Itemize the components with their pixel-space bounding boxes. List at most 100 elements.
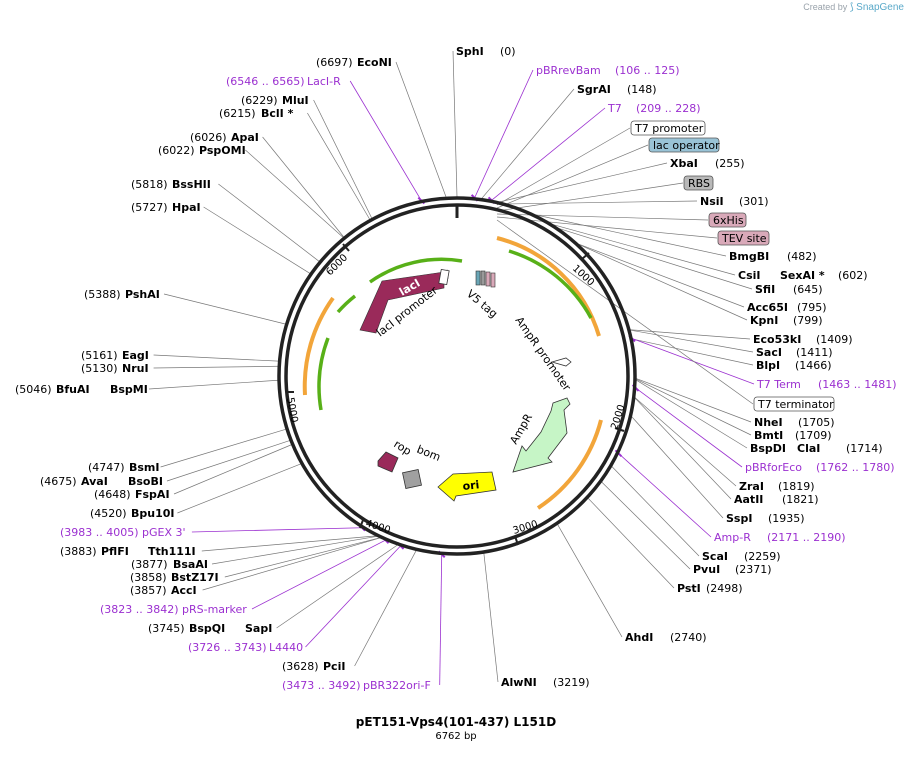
site-xbai: XbaI(255) (670, 157, 745, 170)
site-acc65i: Acc65I(795) (747, 301, 827, 314)
site-bsshii: (5818) BssHII (131, 178, 211, 191)
tick-label-6000: 6000 (324, 252, 350, 278)
site-name: PshAI (125, 288, 160, 301)
primer-pbrrevbam: pBRrevBam(106 .. 125) (536, 64, 680, 77)
feature-box-tevsite: TEV site (717, 230, 770, 246)
site-name: SfiI (755, 283, 775, 296)
orf-arrow-4 (317, 337, 330, 411)
site-pvui: PvuI(2371) (693, 563, 772, 576)
site-name: BmtI (754, 429, 783, 442)
site-name: BssHII (172, 178, 211, 191)
site-pshai: (5388)PshAI (84, 288, 160, 301)
site-position: (3877) (131, 558, 168, 571)
rop-arrow (377, 451, 399, 473)
site-name: ZraI (739, 480, 764, 493)
plasmid-length: 6762 bp (435, 731, 476, 742)
site-eagi: (5161)EagI (81, 349, 149, 362)
site-position: (3219) (553, 676, 590, 689)
primer-range: (2171 .. 2190) (767, 531, 846, 544)
primer-t7: T7 (209 .. 228) (607, 102, 701, 115)
site-name: AhdI (625, 631, 653, 644)
site-bmti: BmtI (1709) (754, 429, 832, 442)
credit-brand: SnapGene (856, 2, 904, 13)
laci-promoter-marker (438, 268, 450, 286)
site-name: AlwNI (501, 676, 537, 689)
site-name: NheI (754, 416, 783, 429)
ampr-promoter-label: AmpR promoter (513, 314, 574, 393)
feature-box-label: RBS (688, 177, 710, 190)
site-name: BspDI (750, 442, 786, 455)
site-name: PvuI (693, 563, 720, 576)
feature-box-label: lac operator (653, 139, 720, 152)
site-zrai: ZraI(1819) (739, 480, 815, 493)
primer-name: T7 Term (756, 378, 801, 391)
site-name: SphI (456, 45, 484, 58)
site-name: Acc65I (747, 301, 788, 314)
site-position: (1714) (846, 442, 883, 455)
site-eco53ki: Eco53kI(1409) (753, 333, 853, 346)
site-position: (5161) (81, 349, 118, 362)
site-sfii: SfiI (645) (755, 283, 823, 296)
primer-t7term: T7 Term(1463 .. 1481) (756, 378, 897, 391)
orf-arc-1 (496, 236, 601, 337)
site-name-2: BspMI (110, 383, 148, 396)
site-name-2: ClaI (797, 442, 820, 455)
site-position: (6215) (219, 107, 256, 120)
primer-name: T7 (607, 102, 622, 115)
v5-tag-label: V5 tag (464, 287, 500, 320)
site-position: (5818) (131, 178, 168, 191)
site-position: (1409) (816, 333, 853, 346)
credit-prefix: Created by (803, 2, 848, 12)
site-aatii: AatII(1821) (734, 493, 819, 506)
primer-range: (209 .. 228) (636, 102, 701, 115)
site-name-2: Tth111I (148, 545, 196, 558)
site-name: KpnI (750, 314, 778, 327)
site-position: (2498) (706, 582, 743, 595)
feature-box-t7promoter: T7 promoter (630, 120, 706, 136)
site-position: (3628) (282, 660, 319, 673)
orf-arc-2 (536, 419, 603, 510)
site-position: (4648) (94, 488, 131, 501)
site-position: (3883) (60, 545, 97, 558)
feature-box-rbs: RBS (683, 175, 714, 191)
ori-label: ori (462, 478, 480, 493)
site-nrui: (5130)NruI (81, 362, 149, 375)
tick-label-2000: 2000 (609, 403, 627, 431)
primer-range: (1762 .. 1780) (816, 461, 895, 474)
site-name: Bpu10I (131, 507, 175, 520)
site-fspai: (4648)FspAI (94, 488, 170, 501)
ori-arrow (437, 471, 497, 502)
site-position: (3857) (130, 584, 167, 597)
primer-range: (106 .. 125) (615, 64, 680, 77)
site-pcii: (3628)PciI (282, 660, 345, 673)
site-alwni: AlwNI (3219) (501, 676, 590, 689)
site-acci: (3857)AccI (130, 584, 197, 597)
site-position: (645) (793, 283, 823, 296)
site-position: (4520) (90, 507, 127, 520)
snapgene-credit: Created by ⟆ SnapGene (803, 2, 904, 13)
primer-prsmarker: pRS-marker(3823 .. 3842) (100, 603, 247, 616)
site-position: (301) (739, 195, 769, 208)
site-position: (4675) (40, 475, 77, 488)
rop-label: rop (391, 438, 413, 459)
site-scai: ScaI(2259) (702, 550, 781, 563)
feature-box-6xhis: 6xHis (708, 212, 747, 228)
primer-range: (3473 .. 3492) (282, 679, 361, 692)
site-name: AvaI (81, 475, 108, 488)
site-position: (1709) (795, 429, 832, 442)
site-ahdi: AhdI(2740) (625, 631, 707, 644)
site-name: ScaI (702, 550, 728, 563)
primer-name: LacI-R (307, 75, 341, 88)
site-name: SgrAI (577, 83, 611, 96)
site-name: PspOMI (199, 144, 246, 157)
site-bpu10i: (4520) Bpu10I (90, 507, 175, 520)
site-position: (3858) (130, 571, 167, 584)
site-name: BsaAI (173, 558, 208, 571)
orf-arrow-3 (336, 294, 357, 314)
site-position: (1821) (782, 493, 819, 506)
annotation-labels: SphI(0)SgrAI(148)XbaI(255)NsiI(301)BmgBI… (15, 45, 897, 692)
primer-ampr: Amp-R(2171 .. 2190) (714, 531, 846, 544)
plasmid-title: pET151-Vps4(101-437) L151D (356, 715, 556, 729)
backbone-outer-strand (277, 196, 637, 556)
